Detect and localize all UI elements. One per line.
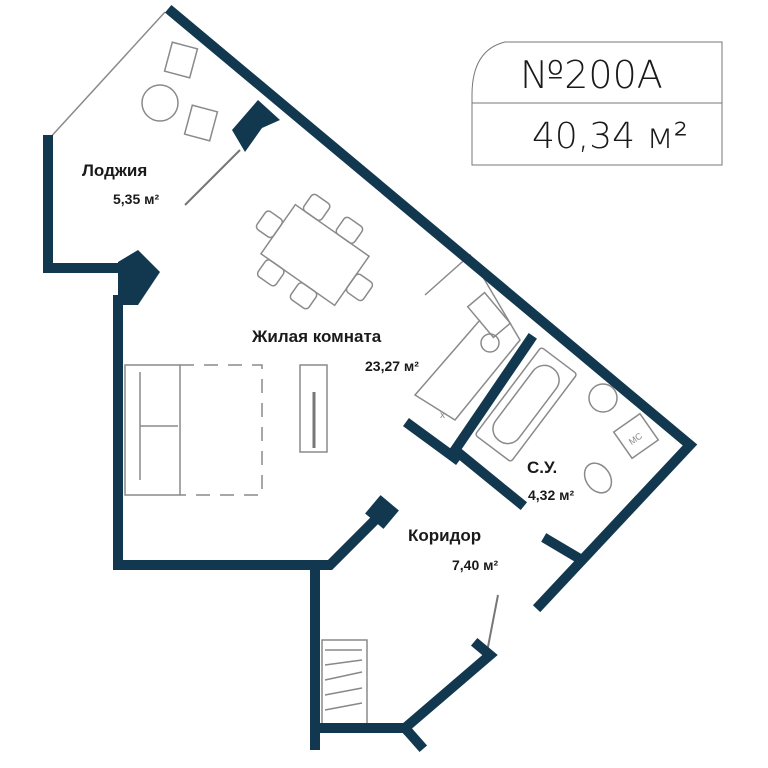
toilet bbox=[583, 462, 613, 494]
washing-machine-label: МС bbox=[627, 430, 645, 447]
room-area-corridor: 7,40 м² bbox=[452, 557, 498, 573]
bathtub bbox=[475, 347, 577, 462]
washing-machine bbox=[612, 412, 660, 460]
kitchen-counter bbox=[413, 253, 521, 421]
stove-mark: х bbox=[440, 410, 445, 421]
wardrobe bbox=[321, 639, 368, 726]
room-name-living: Жилая комната bbox=[251, 327, 382, 346]
room-area-living: 23,27 м² bbox=[365, 358, 419, 374]
entrance-door[interactable] bbox=[486, 594, 499, 653]
sofa bbox=[124, 364, 181, 496]
furniture: х МС bbox=[47, 11, 660, 726]
rug bbox=[180, 364, 263, 496]
loggia-door[interactable] bbox=[184, 149, 241, 206]
apartment-number: №200А bbox=[520, 53, 663, 97]
tv-stand bbox=[299, 364, 328, 453]
room-name-corridor: Коридор bbox=[408, 526, 481, 545]
room-name-bathroom: С.У. bbox=[527, 458, 557, 477]
walls bbox=[43, 4, 698, 753]
room-area-bathroom: 4,32 м² bbox=[528, 487, 574, 503]
dining-table bbox=[255, 193, 374, 310]
room-name-loggia: Лоджия bbox=[82, 161, 147, 180]
room-area-loggia: 5,35 м² bbox=[113, 191, 159, 207]
apartment-header: №200А 40,34 м² bbox=[471, 41, 723, 166]
sink bbox=[588, 383, 618, 413]
room-labels: Лоджия 5,35 м² Жилая комната 23,27 м² С.… bbox=[82, 161, 574, 573]
total-area: 40,34 м² bbox=[532, 116, 688, 157]
